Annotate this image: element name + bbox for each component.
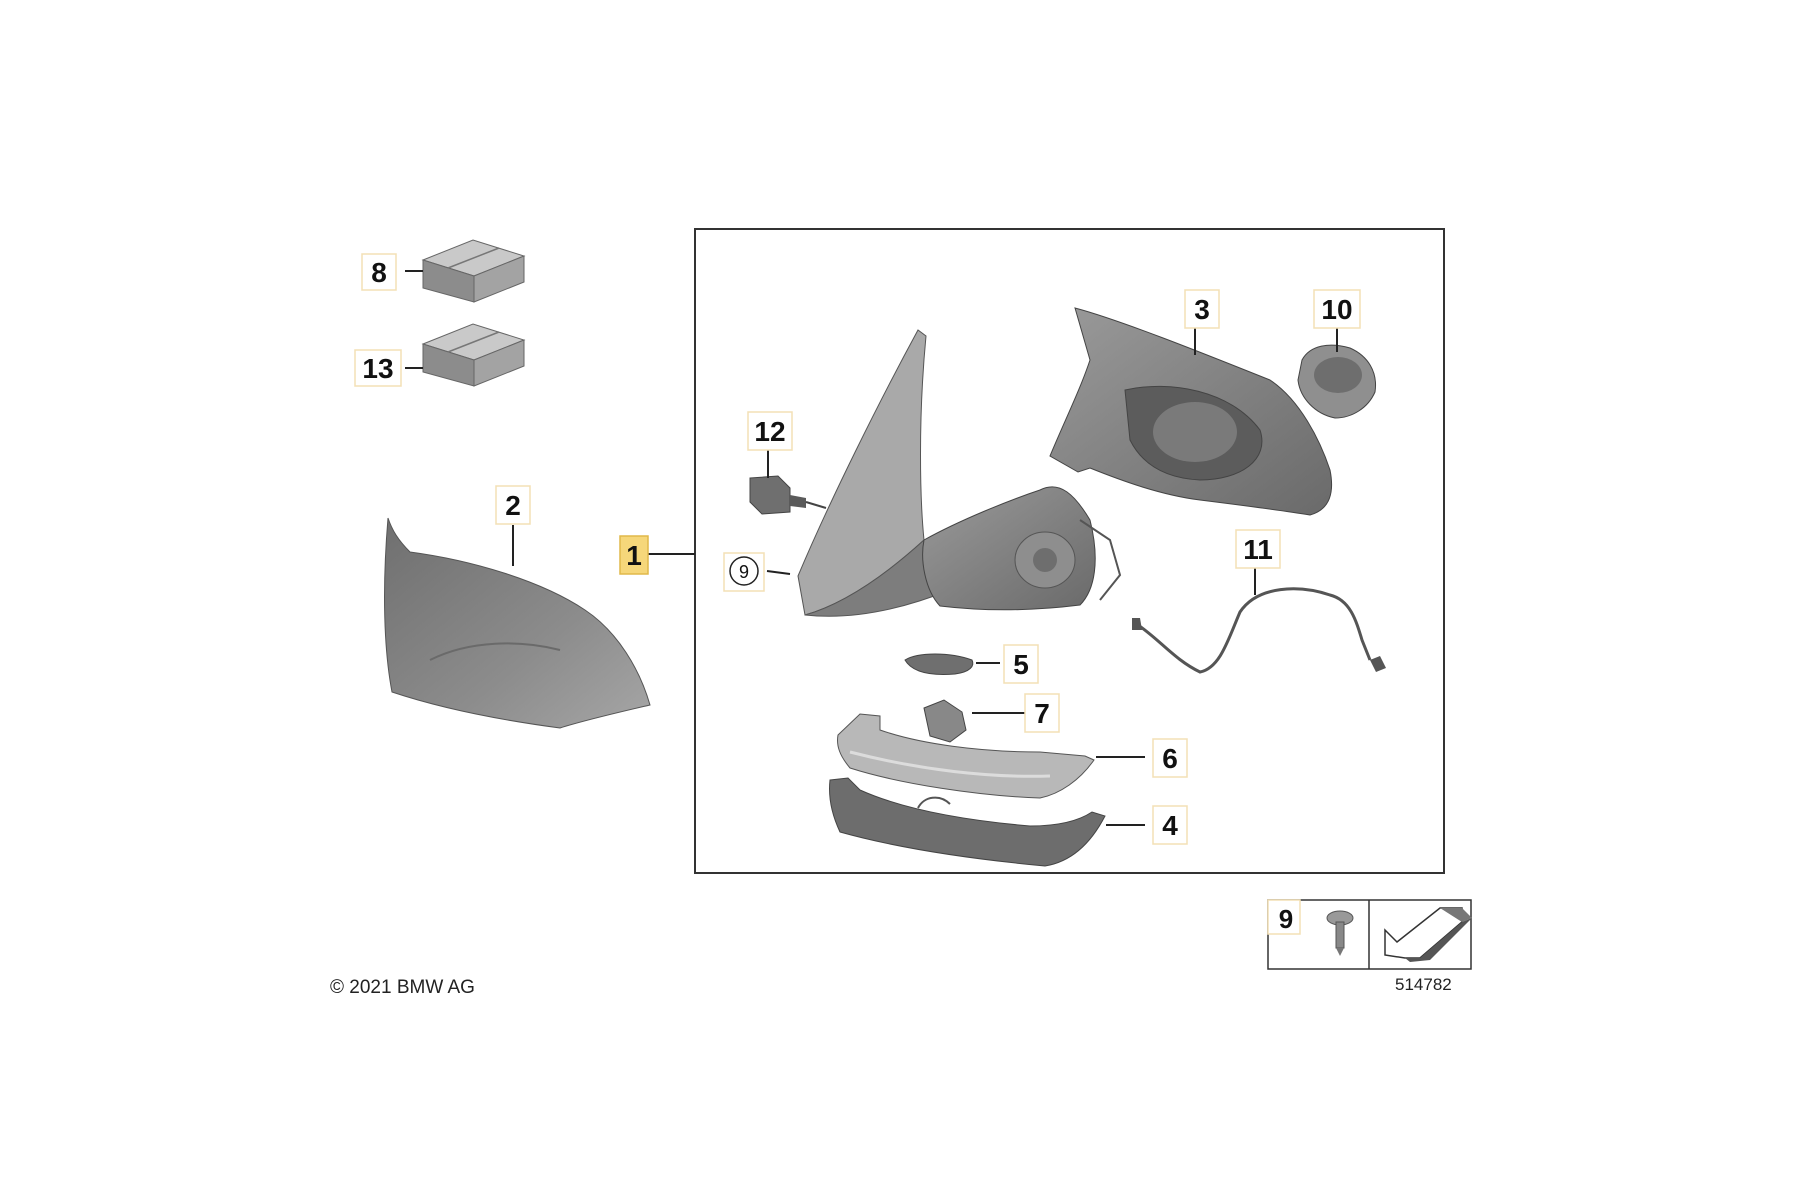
svg-text:4: 4 bbox=[1162, 810, 1178, 841]
svg-text:5: 5 bbox=[1013, 649, 1029, 680]
part-8-box bbox=[421, 239, 526, 303]
part-10-actuator bbox=[1297, 344, 1377, 419]
copyright-text: © 2021 BMW AG bbox=[330, 977, 475, 998]
callout-lines bbox=[405, 270, 1338, 826]
part-4-lower-cover bbox=[829, 777, 1106, 867]
part-7-holder bbox=[923, 699, 967, 743]
part-5-lamp bbox=[904, 653, 974, 675]
svg-text:8: 8 bbox=[371, 257, 387, 288]
svg-text:9: 9 bbox=[739, 562, 749, 582]
callout-13[interactable]: 13 bbox=[354, 349, 402, 387]
callout-1[interactable]: 1 bbox=[619, 535, 649, 575]
part-6-turn-signal bbox=[837, 713, 1095, 799]
svg-text:12: 12 bbox=[754, 416, 785, 447]
callout-7[interactable]: 7 bbox=[1024, 693, 1060, 733]
svg-text:7: 7 bbox=[1034, 698, 1050, 729]
svg-text:2: 2 bbox=[505, 490, 521, 521]
svg-text:6: 6 bbox=[1162, 743, 1178, 774]
part-11-wiring bbox=[1132, 587, 1386, 674]
direction-arrow-icon bbox=[1384, 907, 1472, 962]
callout-4[interactable]: 4 bbox=[1152, 805, 1188, 845]
callout-3[interactable]: 3 bbox=[1184, 289, 1220, 329]
callouts: 8 13 2 1 12 9 3 10 bbox=[354, 253, 1361, 845]
callout-2[interactable]: 2 bbox=[495, 485, 531, 525]
diagram-number: 514782 bbox=[1395, 975, 1452, 994]
part-1-housing bbox=[922, 486, 1122, 611]
part-12-connector bbox=[749, 475, 827, 515]
part-3-housing-shell bbox=[1049, 307, 1333, 516]
svg-text:13: 13 bbox=[362, 353, 393, 384]
screw-icon bbox=[1326, 910, 1354, 956]
callout-12[interactable]: 12 bbox=[747, 411, 793, 451]
assembly-frame bbox=[694, 228, 1445, 874]
part-1-mirror-base bbox=[797, 329, 955, 617]
part-2-mirror-cap bbox=[384, 517, 651, 729]
callout-5[interactable]: 5 bbox=[1003, 644, 1039, 684]
legend-box: 9 bbox=[1267, 899, 1472, 970]
legend-item-number: 9 bbox=[1279, 904, 1293, 934]
svg-text:1: 1 bbox=[626, 540, 642, 571]
svg-text:3: 3 bbox=[1194, 294, 1210, 325]
callout-11[interactable]: 11 bbox=[1235, 529, 1281, 569]
svg-text:11: 11 bbox=[1243, 534, 1273, 565]
svg-text:10: 10 bbox=[1321, 294, 1352, 325]
callout-10[interactable]: 10 bbox=[1313, 289, 1361, 329]
part-13-box bbox=[421, 323, 526, 387]
callout-9-circled[interactable]: 9 bbox=[723, 552, 765, 592]
callout-8[interactable]: 8 bbox=[361, 253, 397, 291]
callout-6[interactable]: 6 bbox=[1152, 738, 1188, 778]
